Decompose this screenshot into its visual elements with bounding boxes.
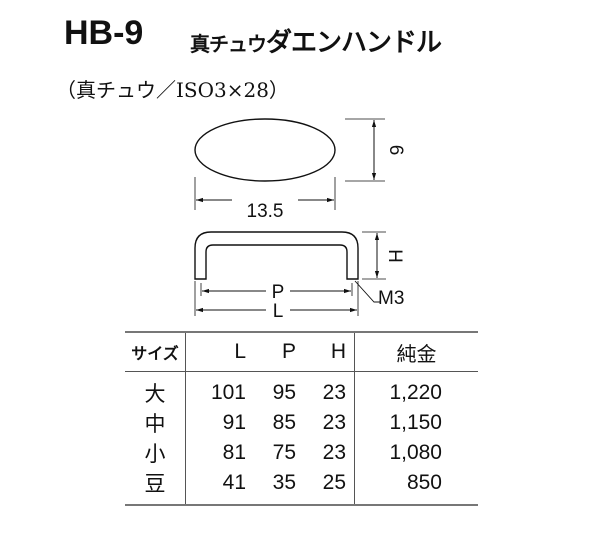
- height-label: 6: [385, 145, 406, 156]
- l-cell: 91: [222, 411, 246, 434]
- oval-cross-section: [194, 118, 336, 182]
- size-cell: 小: [125, 438, 186, 468]
- p-cell: 95: [272, 381, 296, 404]
- dim-h-label: H: [384, 249, 405, 263]
- h-cell: 25: [296, 468, 355, 505]
- l-cell: 41: [222, 471, 246, 494]
- h-cell: 23: [296, 438, 355, 468]
- h-cell: 23: [296, 371, 355, 408]
- table-row: 中 91 85 23 1,150: [125, 408, 478, 438]
- price-cell: 1,220: [389, 381, 442, 404]
- size-cell: 大: [125, 371, 186, 408]
- price-cell: 850: [406, 471, 442, 494]
- subtitle: （真チュウ／ISO3×28）: [56, 78, 289, 102]
- product-name: 真チュウダエンハンドル: [190, 22, 442, 59]
- header-p: P: [246, 332, 296, 372]
- size-cell: 中: [125, 408, 186, 438]
- screw-label: M3: [378, 288, 404, 309]
- price-cell: 1,080: [389, 441, 442, 464]
- h-cell: 23: [296, 408, 355, 438]
- table-row: 小 81 75 23 1,080: [125, 438, 478, 468]
- dimension-diagram: 13.5 6 H P L M3: [194, 118, 406, 322]
- table-row: 大 101 95 23 1,220: [125, 371, 478, 408]
- dim-l-label: L: [273, 301, 284, 322]
- model-code: HB-9: [64, 14, 144, 52]
- price-cell: 1,150: [389, 411, 442, 434]
- l-cell: 101: [210, 381, 246, 404]
- size-price-table: サイズ L P H 純金 大 101 95 23 1,220 中 91 85 2…: [125, 331, 478, 506]
- p-cell: 75: [272, 441, 296, 464]
- table-row: 豆 41 35 25 850: [125, 468, 478, 505]
- product-type: ダエンハンドル: [266, 28, 442, 58]
- material-prefix: 真チュウ: [190, 32, 267, 56]
- header-size: サイズ: [125, 332, 186, 372]
- handle-outline: [194, 231, 359, 280]
- p-cell: 85: [272, 411, 296, 434]
- size-cell: 豆: [125, 468, 186, 505]
- header-h: H: [296, 332, 355, 372]
- p-cell: 35: [272, 471, 296, 494]
- width-label: 13.5: [247, 201, 284, 222]
- dim-p-label: P: [272, 282, 285, 303]
- l-cell: 81: [222, 441, 246, 464]
- header-l: L: [185, 332, 246, 372]
- table-header-row: サイズ L P H 純金: [125, 332, 478, 372]
- header-price: 純金: [354, 332, 478, 372]
